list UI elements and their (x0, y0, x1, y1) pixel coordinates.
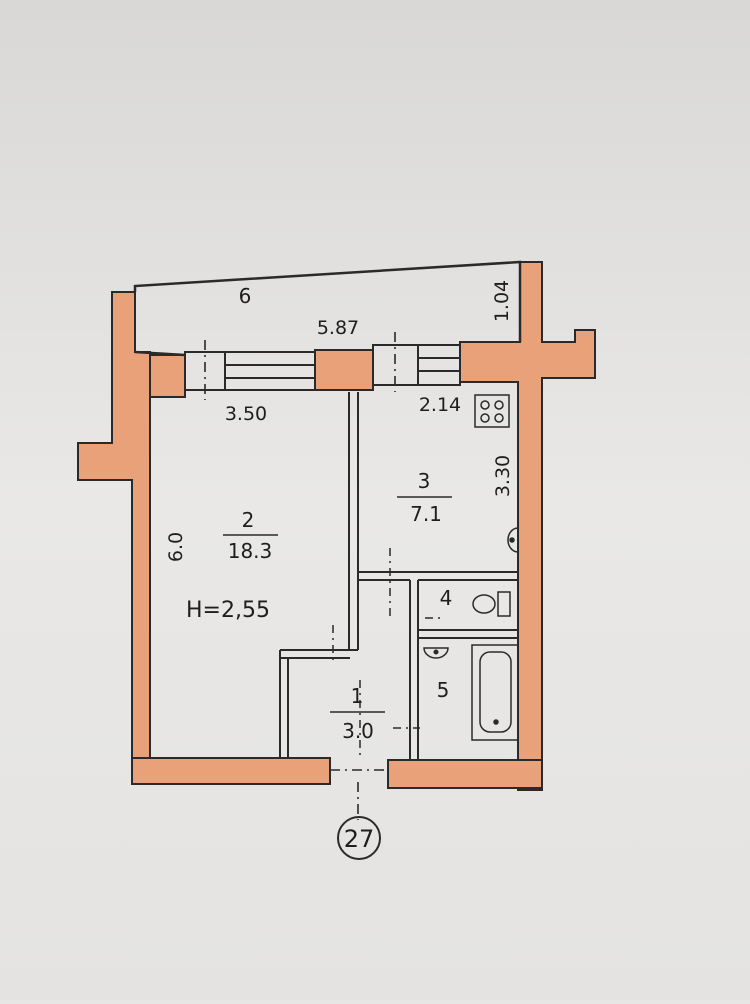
window-pier (314, 349, 374, 391)
living-area: 18.3 (228, 539, 273, 563)
kitchen-width: 2.14 (419, 394, 461, 416)
kitchen-area: 7.1 (410, 502, 442, 526)
ceiling-height: H=2,55 (186, 598, 270, 623)
kitchen-number: 3 (418, 469, 431, 493)
hallway-area: 3.0 (342, 719, 374, 743)
bottom-wall-left (131, 757, 331, 785)
labels: 6 5.87 1.04 3.50 6.0 2 18.3 H=2,55 2.14 … (165, 280, 514, 743)
apartment-number: 27 (344, 825, 375, 853)
balcony-number: 6 (239, 284, 252, 308)
door-marks (332, 548, 445, 760)
balcony-length: 5.87 (317, 317, 359, 339)
stove-icon (474, 394, 510, 428)
partitions (279, 392, 518, 760)
top-wall-left (149, 354, 186, 398)
living-width: 3.50 (225, 403, 267, 425)
balcony-depth: 1.04 (491, 280, 513, 322)
bottom-wall-right (387, 759, 543, 789)
label-lines (223, 496, 452, 713)
opening-axis-marks (204, 332, 396, 820)
balcony-outline (133, 260, 522, 357)
apartment-number-badge: 27 (337, 816, 381, 860)
windows (184, 344, 461, 391)
living-number: 2 (242, 508, 255, 532)
bathroom-number: 5 (437, 678, 450, 702)
bathtub-icon (471, 644, 519, 741)
right-wall (459, 261, 596, 791)
kitchen-length: 3.30 (492, 455, 514, 497)
living-length: 6.0 (165, 532, 187, 562)
toilet-icon (472, 591, 511, 617)
washbasin-icon (423, 647, 449, 659)
toilet-number: 4 (440, 586, 453, 610)
sink-icon (507, 527, 519, 553)
hallway-number: 1 (351, 684, 364, 708)
